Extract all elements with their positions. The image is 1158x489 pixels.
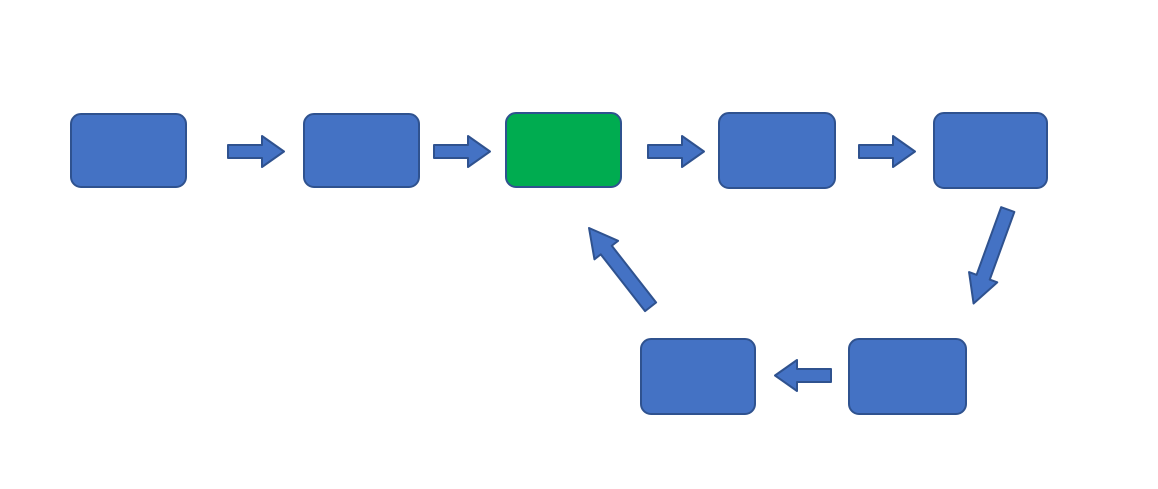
arrow-up-left-icon-step-6-to-step-3 bbox=[588, 226, 658, 313]
arrow-right-icon-step-3-to-step-4 bbox=[647, 135, 705, 168]
flow-node-step-1 bbox=[70, 113, 187, 188]
arrow-right-icon-step-1-to-step-2 bbox=[227, 135, 285, 168]
flow-node-step-2 bbox=[303, 113, 420, 188]
arrow-left-icon-step-7-to-step-6 bbox=[774, 359, 832, 392]
flow-node-step-5 bbox=[933, 112, 1048, 189]
flow-node-step-6 bbox=[640, 338, 756, 415]
arrow-right-icon-step-4-to-step-5 bbox=[858, 135, 916, 168]
flow-node-step-7 bbox=[848, 338, 967, 415]
arrow-right-icon-step-2-to-step-3 bbox=[433, 135, 491, 168]
flow-node-step-4 bbox=[718, 112, 836, 189]
arrow-down-left-icon-step-5-to-step-7 bbox=[968, 206, 1016, 305]
flow-node-step-3-highlighted bbox=[505, 112, 622, 188]
